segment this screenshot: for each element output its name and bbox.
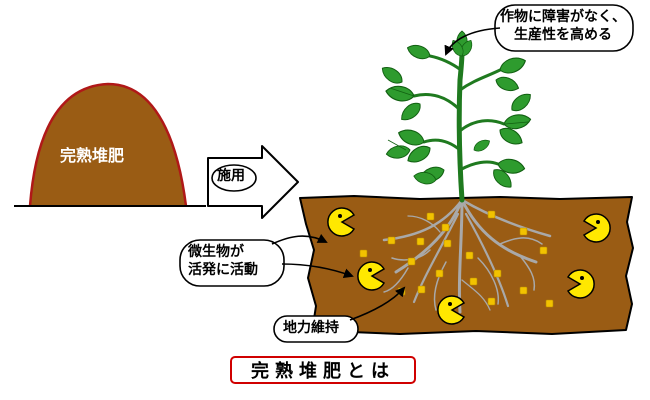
compost-label: 完熟堆肥 (60, 146, 125, 165)
microbe-activity-label: 微生物が 活発に活動 (188, 244, 258, 279)
microbe-icon (582, 213, 611, 243)
soil-block (299, 195, 634, 335)
apply-label: 施用 (217, 168, 245, 184)
plant-benefit-line-1: 作物に障害がなく、 (500, 9, 626, 25)
soil-fertility-label: 地力維持 (283, 320, 339, 336)
microbe-icon (357, 261, 386, 291)
nutrient-granules (359, 210, 554, 308)
microbes (327, 207, 611, 325)
plant-icon (378, 30, 535, 203)
microbe-activity-line-2: 活発に活動 (188, 261, 258, 278)
diagram-title: 完熟堆肥とは (251, 361, 395, 382)
microbe-icon (327, 207, 356, 237)
plant-benefit-label: 作物に障害がなく、 生産性を高める (500, 9, 626, 44)
microbe-icon (437, 295, 466, 325)
callouts (179, 4, 634, 343)
compost-mound (14, 82, 206, 207)
microbe-icon (566, 269, 595, 299)
title-box: 完熟堆肥とは (230, 356, 416, 384)
microbe-activity-line-1: 微生物が (188, 244, 244, 260)
plant-benefit-line-2: 生産性を高める (514, 26, 612, 43)
